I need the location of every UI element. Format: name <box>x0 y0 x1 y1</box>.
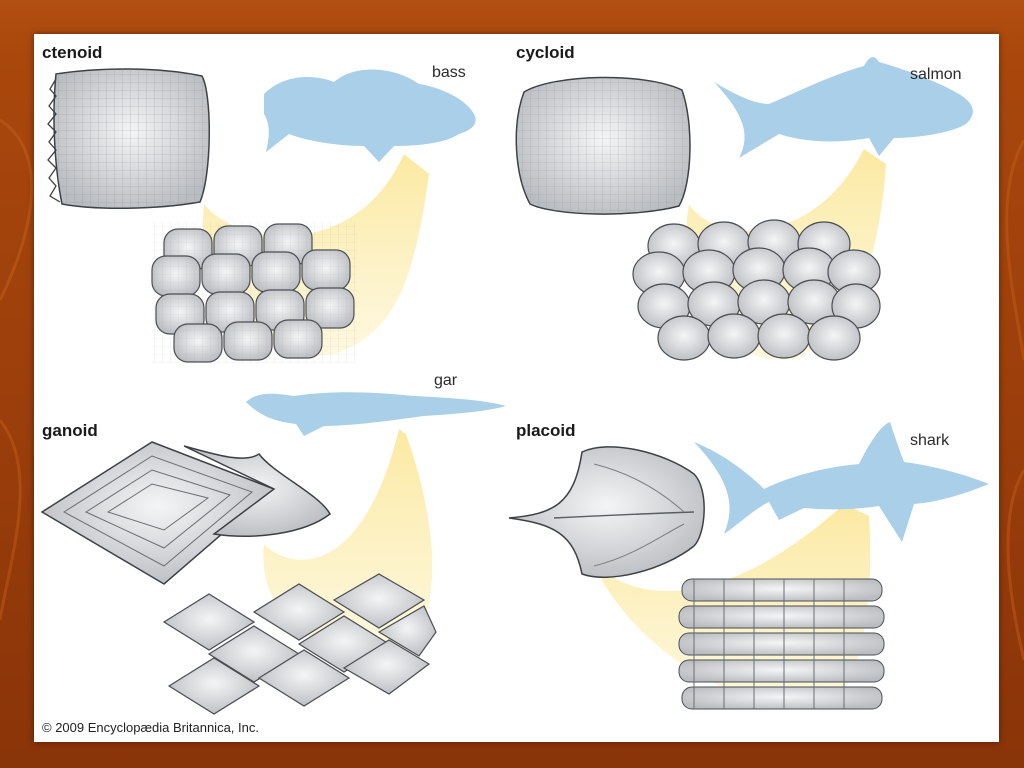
placoid-highlight-beam <box>594 504 871 707</box>
ctenoid-label: ctenoid <box>42 43 103 62</box>
ganoid-single-scale <box>40 441 331 585</box>
cycloid-panel <box>515 57 973 361</box>
bass-label: bass <box>432 64 466 81</box>
placoid-label: placoid <box>516 421 576 440</box>
salmon-label: salmon <box>910 66 962 83</box>
placoid-single-scale <box>508 446 705 578</box>
gar-label: gar <box>434 372 458 389</box>
cycloid-label: cycloid <box>516 43 575 62</box>
gar-silhouette <box>246 392 506 436</box>
ctenoid-panel <box>47 68 476 364</box>
cycloid-single-scale <box>515 76 691 215</box>
ganoid-scale-cluster <box>162 573 437 715</box>
cycloid-scale-cluster <box>632 219 881 361</box>
salmon-silhouette <box>714 57 973 158</box>
shark-silhouette <box>694 422 989 542</box>
ganoid-label: ganoid <box>42 421 98 440</box>
copyright-notice: © 2009 Encyclopædia Britannica, Inc. <box>42 720 259 735</box>
ctenoid-single-scale <box>47 68 210 209</box>
ganoid-panel <box>40 392 506 715</box>
placoid-scale-cluster <box>678 578 885 710</box>
ctenoid-cluster-texture <box>152 222 357 364</box>
placoid-panel <box>508 422 989 710</box>
shark-label: shark <box>910 432 950 449</box>
diagram-slide: ctenoid bass cycloid salmon ganoid gar p… <box>34 34 999 742</box>
bass-silhouette <box>264 69 476 162</box>
fish-scales-diagram <box>40 57 989 715</box>
